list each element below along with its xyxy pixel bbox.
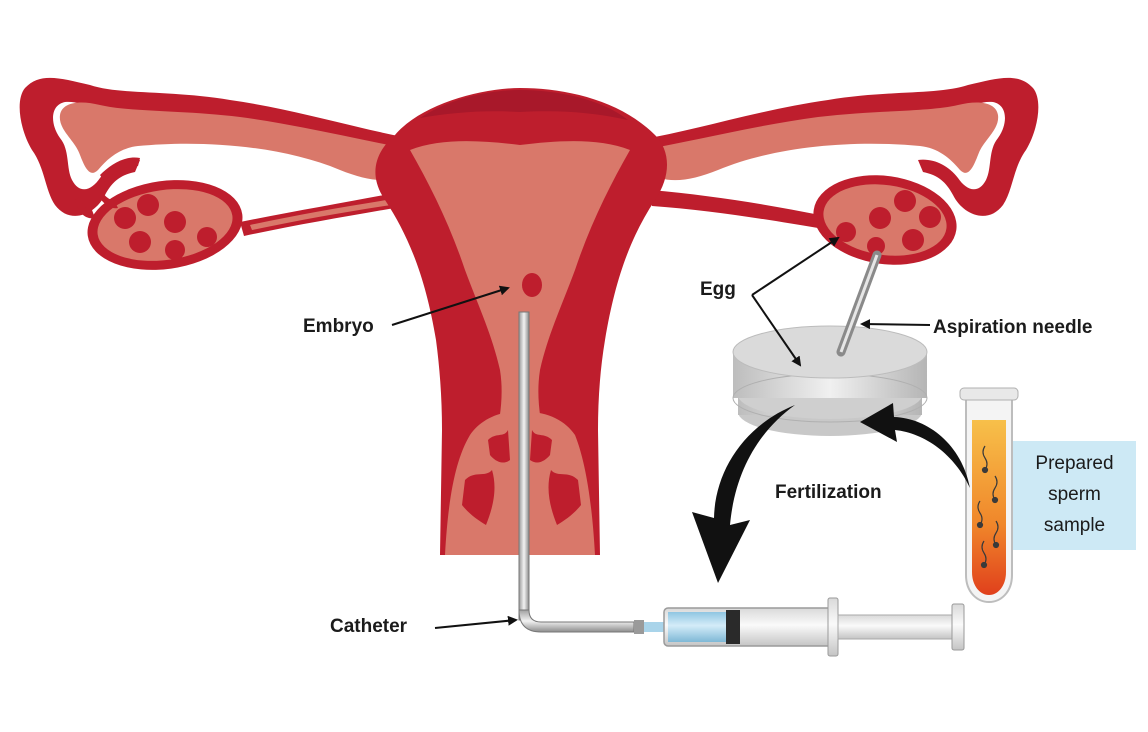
egg-arrow-dish: [751, 294, 802, 367]
catheter-arrow: [434, 615, 518, 629]
arrows: [391, 236, 970, 629]
uterus: [19, 77, 1039, 555]
sperm-box-line-1: Prepared: [1035, 453, 1114, 474]
sperm-box-line-3: sample: [1043, 515, 1106, 536]
sperm-cells: [976, 445, 1000, 569]
aspiration-needle-shape: [836, 250, 882, 357]
egg-arrow-ovary: [751, 236, 840, 296]
follicles-left: [114, 194, 217, 260]
sperm-box-line-2: sperm: [1048, 484, 1101, 505]
embryo-arrow: [391, 285, 510, 326]
catheter-label: Catheter: [330, 616, 408, 637]
cervical-folds: [462, 430, 581, 525]
test-tube: [959, 387, 1019, 604]
embryo-label: Embryo: [303, 316, 374, 337]
sperm-to-dish-arrow: [860, 403, 970, 488]
follicles-right: [836, 190, 941, 255]
syringe: [644, 597, 965, 657]
aspiration-needle-label: Aspiration needle: [933, 317, 1093, 338]
embryo-dot: [522, 273, 542, 297]
fimbriae-left: [75, 157, 140, 219]
fertilization-label: Fertilization: [775, 482, 882, 503]
fertilization-arrow: [692, 405, 795, 583]
prepared-sperm-sample-box: Prepared sperm sample: [1013, 441, 1136, 550]
uterine-cavity: [410, 141, 630, 440]
needle-arrow: [860, 319, 931, 330]
catheter: [518, 311, 644, 634]
dish-top: [732, 325, 928, 379]
egg-label: Egg: [700, 279, 736, 300]
